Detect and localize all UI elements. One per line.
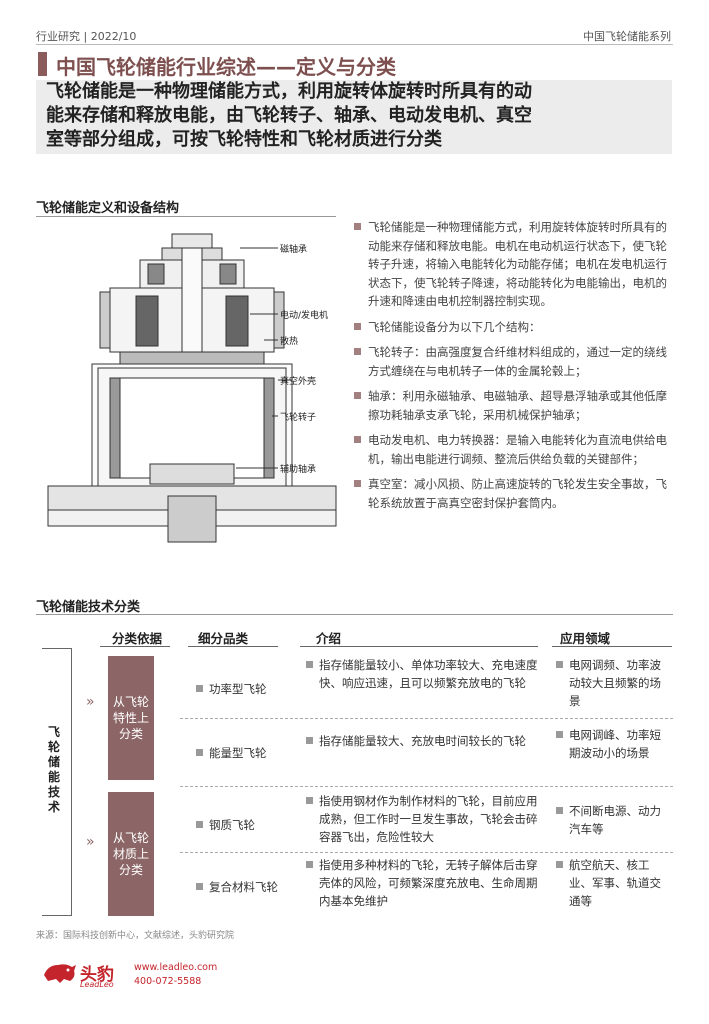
intro-cell: 指存储能量较大、充放电时间较长的飞轮 xyxy=(306,732,542,750)
double-chevron-icon: » xyxy=(86,834,95,850)
intro-cell: 指存储能量较小、单体功率较大、充电速度快、响应迅速，且可以频繁充放电的飞轮 xyxy=(306,656,542,692)
column-header-basis: 分类依据 xyxy=(112,631,163,646)
application-cell: 航空航天、核工业、军事、轨道交通等 xyxy=(556,856,664,910)
bullet-square-icon xyxy=(354,480,361,487)
logo-text-cn: 头豹 xyxy=(80,965,114,985)
bullet-square-icon xyxy=(556,661,563,668)
column-header-application: 应用领域 xyxy=(560,631,611,646)
label-heat-dissipation: 散热 xyxy=(280,337,299,347)
label-aux-bearing: 辅助轴承 xyxy=(280,465,317,475)
bullet-square-icon xyxy=(306,861,313,868)
section-title-classification: 飞轮储能技术分类 xyxy=(36,600,141,615)
bullet-square-icon xyxy=(354,223,361,230)
header-underline xyxy=(300,646,538,647)
tree-root-label: 飞轮储能技术 xyxy=(48,725,61,814)
bullet-square-icon xyxy=(354,392,361,399)
section-title-structure: 飞轮储能定义和设备结构 xyxy=(36,201,180,216)
header-underline xyxy=(100,646,170,647)
application-cell: 不间断电源、动力汽车等 xyxy=(556,802,664,838)
summary-line: 飞轮储能是一种物理储能方式，利用旋转体旋转时所具有的动 xyxy=(46,81,532,102)
bullet-item: 真空室：减小风损、防止高速旋转的飞轮发生安全事故，飞轮系统放置于高真空密封保护套… xyxy=(352,475,678,512)
bullet-item: 飞轮转子：由高强度复合纤维材料组成的，通过一定的绕线方式缠绕在与电机转子一体的金… xyxy=(352,343,678,380)
phone-number: 400-072-5588 xyxy=(134,976,202,987)
logo-text-en: LeadLeo xyxy=(80,980,114,989)
title-accent-bar xyxy=(38,52,47,76)
category-box-characteristic: 从飞轮特性上分类 xyxy=(108,656,154,780)
row-divider xyxy=(180,718,673,719)
bullet-square-icon xyxy=(196,883,203,890)
column-header-subtype: 细分品类 xyxy=(198,631,249,646)
label-motor-generator: 电动/发电机 xyxy=(280,311,329,321)
category-box-material: 从飞轮材质上分类 xyxy=(108,792,154,916)
bullet-square-icon xyxy=(556,861,563,868)
row-divider xyxy=(180,852,673,853)
column-header-intro: 介绍 xyxy=(316,631,342,646)
bullet-square-icon xyxy=(196,821,203,828)
bullet-square-icon xyxy=(306,661,313,668)
bullet-square-icon xyxy=(196,749,203,756)
header-right: 中国飞轮储能系列 xyxy=(583,30,671,43)
header-underline xyxy=(552,646,672,647)
page-title: 中国飞轮储能行业综述——定义与分类 xyxy=(56,55,396,79)
label-magnetic-bearing: 磁轴承 xyxy=(280,245,308,255)
header-left: 行业研究 | 2022/10 xyxy=(36,30,137,43)
bullet-square-icon xyxy=(306,737,313,744)
bullet-square-icon xyxy=(354,348,361,355)
double-chevron-icon: » xyxy=(86,694,95,710)
application-cell: 电网调频、功率波动较大且频繁的场景 xyxy=(556,656,664,710)
section-divider xyxy=(36,614,673,615)
section-divider xyxy=(36,216,336,217)
subtype-cell: 钢质飞轮 xyxy=(196,816,292,834)
header-divider xyxy=(36,44,673,45)
subtype-cell: 功率型飞轮 xyxy=(196,680,292,698)
bullet-square-icon xyxy=(196,685,203,692)
tree-bracket xyxy=(36,648,72,916)
bullet-square-icon xyxy=(354,436,361,443)
bullet-square-icon xyxy=(306,797,313,804)
flywheel-cross-section-drawing xyxy=(47,233,337,543)
label-flywheel-rotor: 飞轮转子 xyxy=(280,413,317,423)
website-link[interactable]: www.leadleo.com xyxy=(134,962,218,973)
subtype-cell: 复合材料飞轮 xyxy=(196,878,300,896)
summary-box: 飞轮储能是一种物理储能方式，利用旋转体旋转时所具有的动 能来存储和释放电能，由飞… xyxy=(36,80,672,154)
leopard-logo-icon xyxy=(40,957,80,987)
bullet-item: 电动发电机、电力转换器：是输入电能转化为直流电供给电机，输出电能进行调频、整流后… xyxy=(352,431,678,468)
bullet-square-icon xyxy=(556,731,563,738)
label-vacuum-shell: 真空外壳 xyxy=(280,377,317,387)
intro-cell: 指使用多种材料的飞轮，无转子解体后击穿壳体的风险，可频繁深度充放电、生命周期内基… xyxy=(306,856,542,910)
bullet-item: 飞轮储能是一种物理储能方式，利用旋转体旋转时所具有的动能来存储和释放电能。电机在… xyxy=(352,218,678,311)
bullet-item: 轴承：利用永磁轴承、电磁轴承、超导悬浮轴承或其他低摩擦功耗轴承支承飞轮，采用机械… xyxy=(352,387,678,424)
bullet-square-icon xyxy=(354,322,361,330)
intro-cell: 指使用钢材作为制作材料的飞轮，目前应用成熟，但工作时一旦发生事故，飞轮会击碎容器… xyxy=(306,792,542,846)
row-divider xyxy=(180,786,673,787)
structure-bullet-list: 飞轮储能是一种物理储能方式，利用旋转体旋转时所具有的动能来存储和释放电能。电机在… xyxy=(352,218,678,519)
summary-line: 室等部分组成，可按飞轮特性和飞轮材质进行分类 xyxy=(46,129,442,150)
flywheel-structure-diagram: 磁轴承 电动/发电机 散热 真空外壳 飞轮转子 辅助轴承 xyxy=(40,228,340,550)
source-note: 来源：国际科技创新中心，文献综述，头豹研究院 xyxy=(36,931,235,941)
bullet-item: 飞轮储能设备分为以下几个结构： xyxy=(352,318,678,337)
summary-line: 能来存储和释放电能，由飞轮转子、轴承、电动发电机、真空 xyxy=(46,105,532,126)
subtype-cell: 能量型飞轮 xyxy=(196,744,292,762)
bullet-square-icon xyxy=(556,807,563,814)
application-cell: 电网调峰、功率短期波动小的场景 xyxy=(556,726,664,762)
header-underline xyxy=(188,646,278,647)
